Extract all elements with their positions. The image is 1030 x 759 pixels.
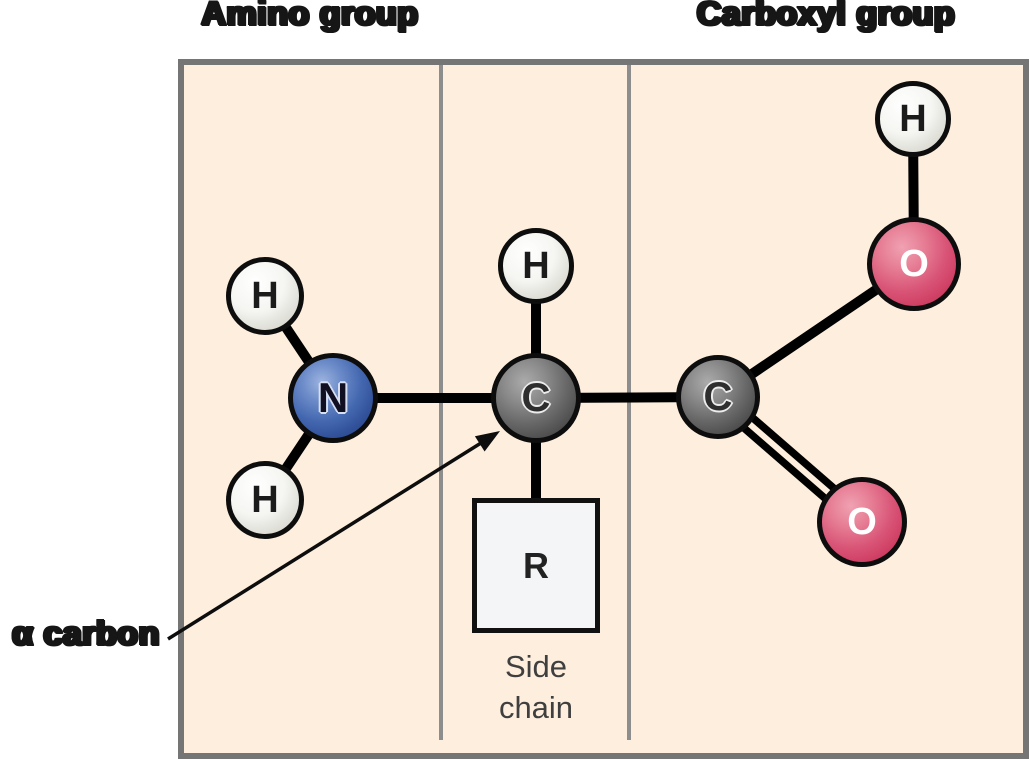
atom-carbonyl-oxygen: O <box>817 477 907 567</box>
atom-carboxyl-carbon: C <box>676 355 760 439</box>
atom-nitrogen: N <box>288 353 378 443</box>
alpha-carbon-label: α carbon <box>12 615 160 653</box>
amino-group-label: Amino group <box>201 0 419 33</box>
side-chain-r-box: R <box>472 498 600 633</box>
atom-hydrogen-amino-bottom: H <box>226 461 304 539</box>
atom-hydrogen-alpha: H <box>498 228 574 304</box>
atom-alpha-carbon: C <box>491 353 581 443</box>
atom-hydroxyl-oxygen: O <box>867 217 961 311</box>
carboxyl-group-label: Carboxyl group <box>696 0 956 33</box>
atom-hydrogen-hydroxyl: H <box>875 81 951 157</box>
side-chain-label: Side chain <box>498 649 574 725</box>
atom-hydrogen-amino-top: H <box>226 257 304 335</box>
section-divider-amino <box>439 65 443 740</box>
section-divider-carboxyl <box>627 65 631 740</box>
